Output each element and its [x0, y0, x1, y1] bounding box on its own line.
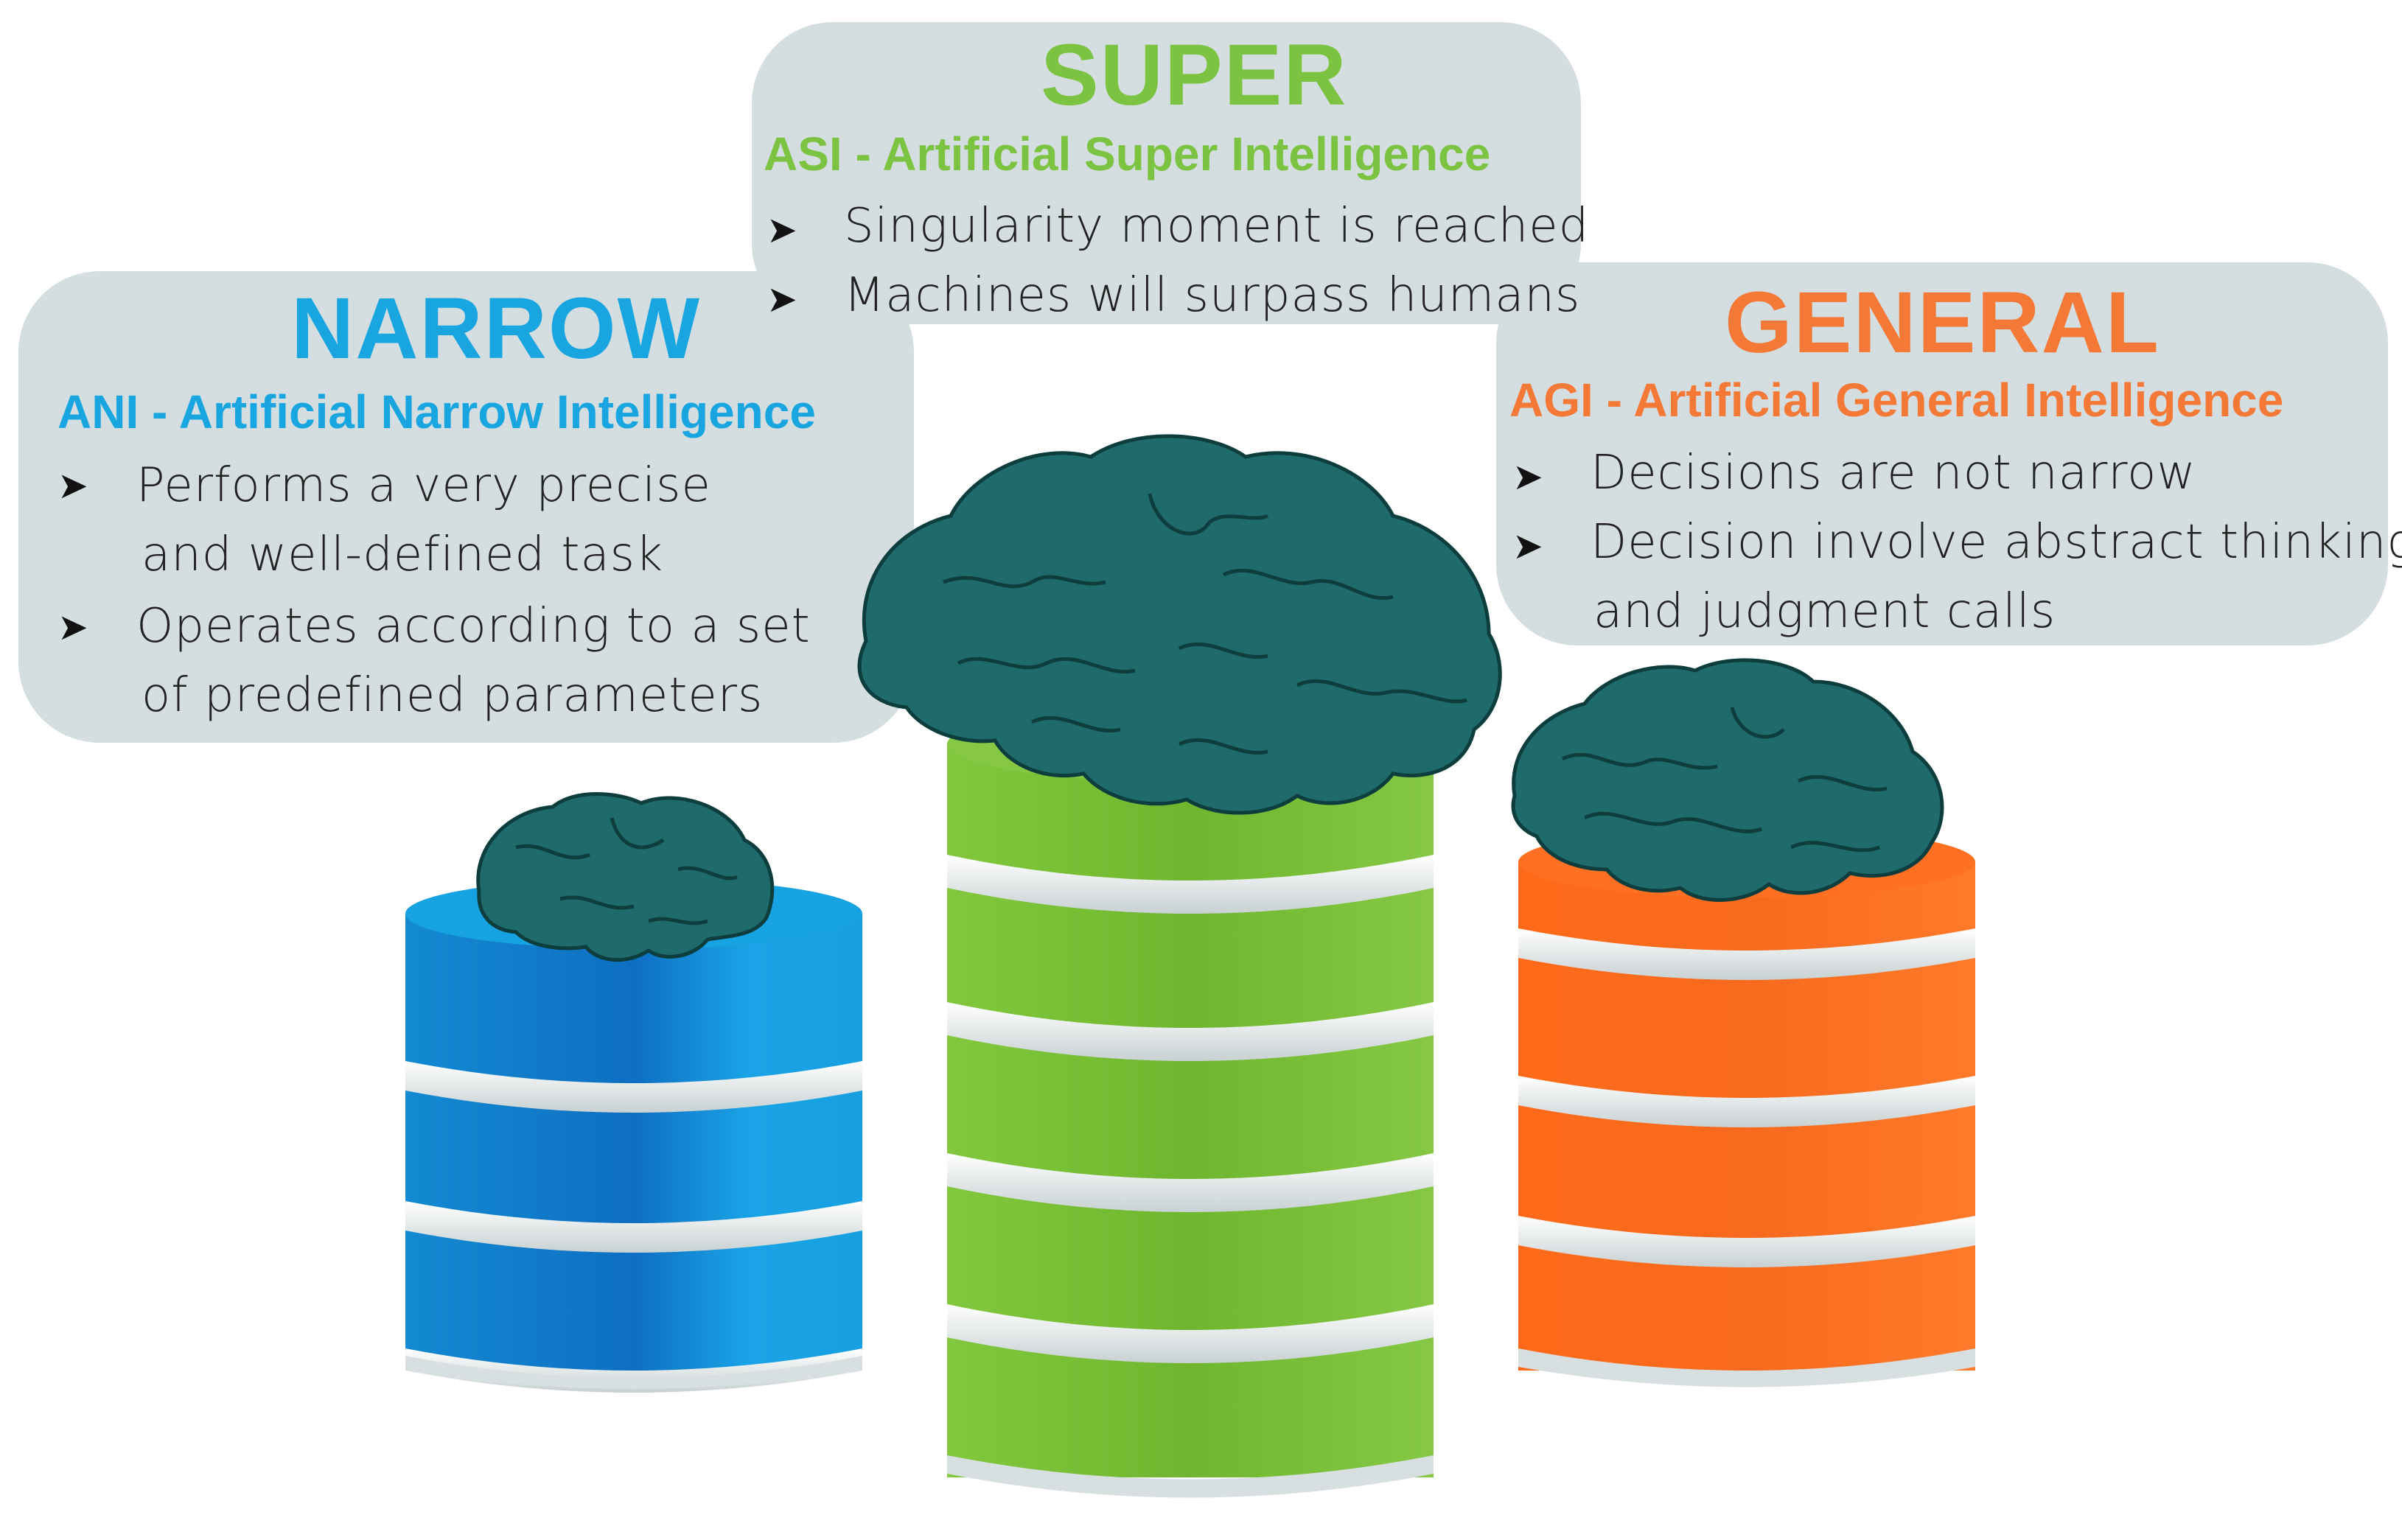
chevron-right-icon: ➤ [57, 464, 88, 507]
general-bullet-1: Decisions are not narrow [1591, 446, 2196, 500]
chevron-right-icon: ➤ [57, 606, 88, 648]
narrow-bullet-2-line-1: Operates according to a set [136, 599, 811, 654]
chevron-right-icon: ➤ [1512, 455, 1543, 498]
super-bullet-2: Machines will surpass humans [844, 268, 1581, 323]
general-bullet-2-line-2: and judgment calls [1593, 584, 2056, 639]
super-subtitle: ASI - Artificial Super Intelligence [764, 127, 1491, 181]
narrow-bullet-1-line-1: Performs a very precise [136, 458, 711, 513]
super-panel [752, 22, 1581, 324]
super-database-cylinder-icon [947, 706, 1434, 1498]
general-bullet-2-line-1: Decision involve abstract thinking [1591, 515, 2402, 570]
general-subtitle: AGI - Artificial General Intelligence [1509, 374, 2284, 427]
chevron-right-icon: ➤ [767, 278, 797, 321]
narrow-panel [18, 271, 914, 743]
narrow-subtitle: ANI - Artificial Narrow Intelligence [57, 385, 816, 438]
narrow-bullet-2-line-2: of predefined parameters [142, 668, 764, 723]
chevron-right-icon: ➤ [1512, 525, 1543, 567]
general-panel [1496, 262, 2388, 645]
super-bullet-1: Singularity moment is reached [844, 199, 1590, 253]
chevron-right-icon: ➤ [767, 209, 797, 251]
narrow-title: NARROW [291, 280, 702, 377]
general-database-cylinder-icon [1518, 827, 1975, 1387]
super-title: SUPER [1041, 27, 1348, 124]
brain-icon [476, 434, 1944, 962]
narrow-bullet-1-line-2: and well-defined task [142, 528, 664, 582]
general-title: GENERAL [1725, 274, 2160, 371]
